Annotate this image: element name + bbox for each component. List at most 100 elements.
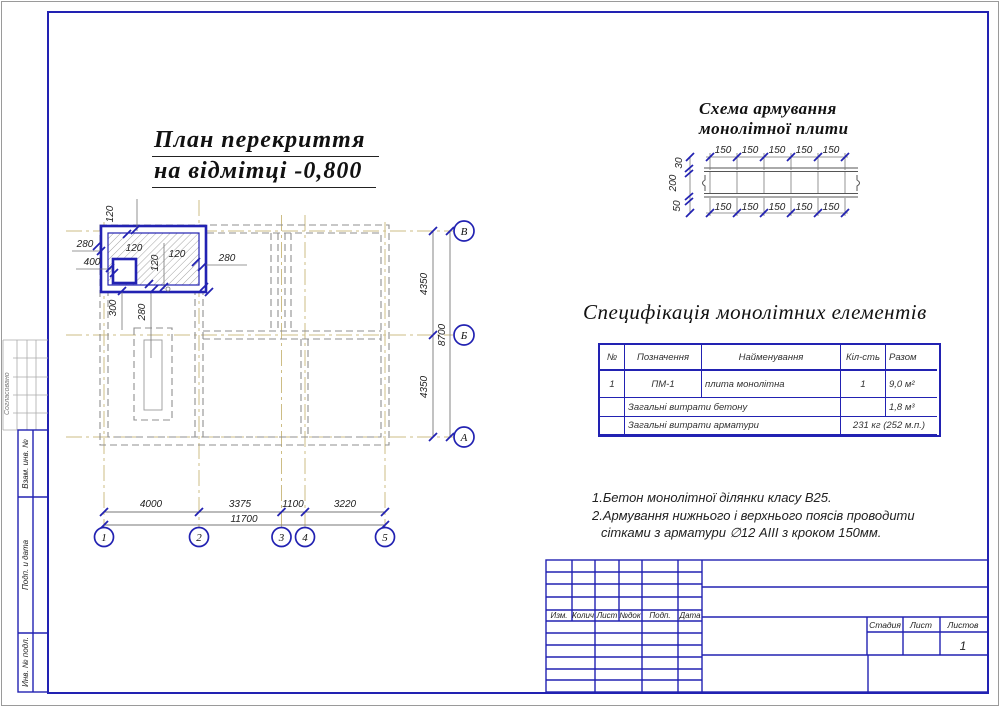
tb-col-kol: Колич bbox=[572, 611, 594, 620]
dim-bottom-1: 4000 bbox=[140, 499, 163, 510]
tb-col-podp: Подп. bbox=[649, 611, 670, 620]
scheme-dim-bot-4: 150 bbox=[796, 202, 813, 213]
axis-b: Б bbox=[460, 330, 468, 342]
spec-row3-total: 231 кг (252 м.п.) bbox=[841, 417, 937, 435]
reinforcement-scheme: 150 150 150 150 150 150 150 150 150 150 … bbox=[668, 145, 860, 218]
dim-bottom-2: 3375 bbox=[229, 499, 252, 510]
note-1: 1.Бетон монолітної ділянки класу В25. bbox=[592, 490, 832, 505]
spec-row1-total: 9,0 м² bbox=[886, 371, 937, 398]
scheme-dim-bot-3: 150 bbox=[769, 202, 786, 213]
scheme-dim-top-2: 150 bbox=[742, 145, 759, 156]
note-2: 2.Армування нижнього і верхнього поясів … bbox=[592, 507, 915, 523]
scheme-title: Схема армування монолітної плити bbox=[699, 99, 849, 139]
axis-5: 5 bbox=[382, 532, 388, 544]
drawing-frame bbox=[47, 11, 989, 694]
dim-bottom-4: 3220 bbox=[334, 499, 357, 510]
tb-stage-label: Стадия bbox=[869, 620, 901, 630]
spec-row2-blank bbox=[600, 398, 625, 417]
axis-2: 2 bbox=[196, 532, 202, 544]
scheme-dim-bot-1: 150 bbox=[715, 202, 732, 213]
scheme-dim-top-3: 150 bbox=[769, 145, 786, 156]
spec-col-qty: Кіл-сть bbox=[841, 345, 886, 371]
scheme-dim-top-4: 150 bbox=[796, 145, 813, 156]
spec-row1-num: 1 bbox=[600, 371, 625, 398]
plan-title-line1: План перекриття bbox=[152, 126, 380, 157]
scheme-dim-top-1: 150 bbox=[715, 145, 732, 156]
dim-bottom-3: 1100 bbox=[282, 499, 304, 510]
tb-col-data: Дата bbox=[678, 611, 701, 620]
axis-4: 4 bbox=[302, 532, 308, 544]
dim-slab-bottom1: 300 bbox=[108, 299, 119, 316]
margin-cell-inv: Инв. № подл. bbox=[21, 637, 30, 687]
dim-bottom-total: 11700 bbox=[230, 514, 258, 525]
spec-title: Специфікація монолітних елементів bbox=[583, 300, 927, 324]
spec-col-num: № bbox=[600, 345, 625, 371]
dim-right-total: 8700 bbox=[437, 323, 448, 346]
dim-right-1: 4350 bbox=[419, 272, 430, 295]
stair-opening bbox=[143, 339, 163, 411]
axis-v: В bbox=[461, 226, 468, 238]
spec-row2-total: 1,8 м³ bbox=[886, 398, 937, 417]
plan-right-ticks bbox=[428, 226, 455, 442]
dim-slab-right: 280 bbox=[218, 253, 236, 264]
cross-bars bbox=[709, 172, 846, 193]
slab-dim-lines bbox=[72, 199, 247, 358]
tb-col-list: Лист bbox=[596, 611, 618, 620]
dim-slab-bottom2: 280 bbox=[137, 303, 148, 321]
tb-sheet-label: Лист bbox=[909, 620, 932, 630]
slab bbox=[99, 224, 208, 294]
spec-col-name: Найменування bbox=[702, 345, 841, 371]
plan-bottom-ticks bbox=[99, 507, 390, 530]
slab-opening bbox=[111, 257, 138, 285]
spec-row1-qty: 1 bbox=[841, 371, 886, 398]
scheme-dim-30: 30 bbox=[674, 157, 685, 169]
scheme-ticks bbox=[684, 152, 850, 218]
scheme-dim-bot-2: 150 bbox=[742, 202, 759, 213]
axis-3: 3 bbox=[278, 532, 285, 544]
slab-ticks bbox=[92, 225, 214, 297]
rebar-lines bbox=[702, 167, 860, 198]
dim-slab-left1: 280 bbox=[76, 239, 94, 250]
spec-table: № Позначення Найменування Кіл-сть Разом … bbox=[598, 343, 941, 437]
spec-row2-label: Загальні витрати бетону bbox=[625, 398, 841, 417]
margin-cell-podp: Подп. и дата bbox=[21, 539, 30, 590]
spec-row2-empty bbox=[841, 398, 886, 417]
tb-col-ndok: №док bbox=[619, 611, 642, 620]
scheme-dim-bot-5: 150 bbox=[823, 202, 840, 213]
axis-bubbles-bottom: 1 2 3 4 5 bbox=[93, 526, 396, 548]
tb-col-izm: Изм. bbox=[550, 611, 567, 620]
scheme-dim-200: 200 bbox=[668, 174, 679, 192]
spec-col-mark: Позначення bbox=[625, 345, 702, 371]
dim-right-2: 4350 bbox=[419, 375, 430, 398]
spec-row3-blank bbox=[600, 417, 625, 435]
margin-cells bbox=[17, 429, 49, 693]
dim-slab-in2: 120 bbox=[150, 254, 161, 271]
axis-1: 1 bbox=[101, 532, 107, 544]
spec-row3-label: Загальні витрати арматури bbox=[625, 417, 841, 435]
approval-table bbox=[2, 339, 48, 431]
plan-title: План перекриття на відмітці -0,800 bbox=[152, 126, 380, 188]
margin-cell-vzam: Взам. инв. № bbox=[21, 439, 30, 489]
note-3: сітками з арматури ∅12 АІІІ з кроком 150… bbox=[601, 525, 882, 540]
tb-sheets-value: 1 bbox=[960, 639, 967, 653]
tb-sheets-label: Листов bbox=[947, 620, 980, 630]
scheme-dimlines bbox=[689, 153, 848, 216]
spec-row1-mark: ПМ-1 bbox=[625, 371, 702, 398]
spec-row1-name: плита монолітна bbox=[702, 371, 841, 398]
dim-slab-in3: 120 bbox=[169, 249, 186, 260]
dim-slab-in1: 120 bbox=[126, 243, 143, 254]
scheme-dim-top-5: 150 bbox=[823, 145, 840, 156]
notes: 1.Бетон монолітної ділянки класу В25. 2.… bbox=[592, 489, 962, 542]
axis-a: А bbox=[460, 432, 468, 444]
plan-title-line2: на відмітці -0,800 bbox=[152, 157, 377, 188]
dim-slab-top: 120 bbox=[105, 205, 116, 222]
title-block bbox=[545, 559, 989, 693]
plan-bottom-dimlines bbox=[104, 511, 385, 526]
dim-slab-left2: 400 bbox=[84, 257, 101, 268]
scheme-title-line1: Схема армування bbox=[699, 99, 837, 118]
scheme-dim-50: 50 bbox=[672, 200, 683, 212]
walls bbox=[99, 224, 390, 446]
